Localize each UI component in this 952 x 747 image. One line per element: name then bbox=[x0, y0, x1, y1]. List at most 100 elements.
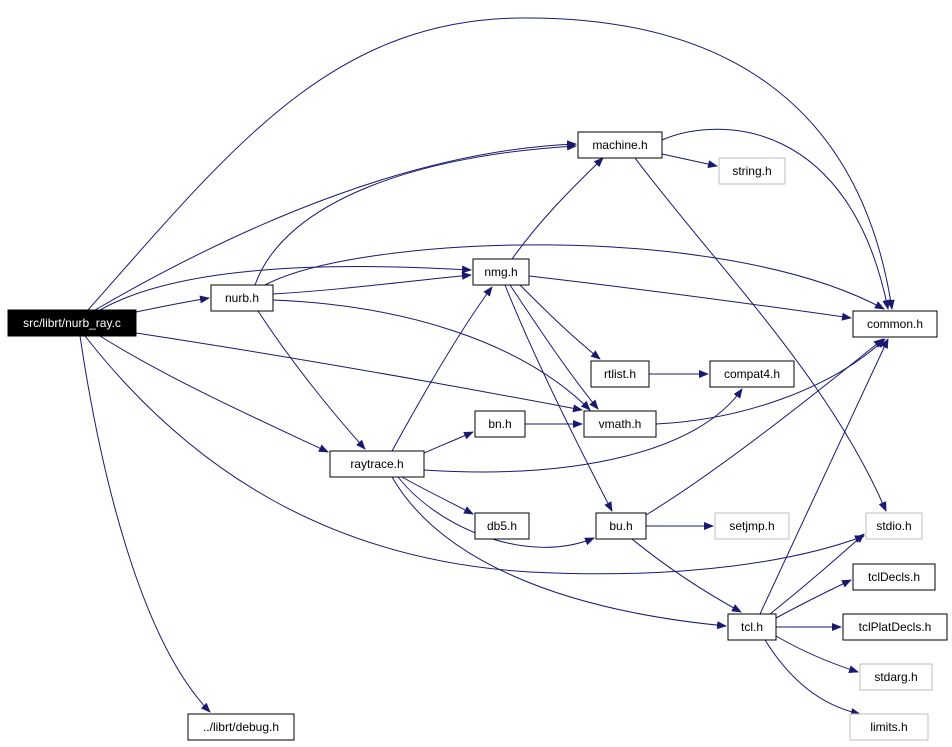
node-bn[interactable]: bn.h bbox=[474, 410, 526, 438]
node-root[interactable]: src/librt/nurb_ray.c bbox=[7, 309, 137, 337]
node-box bbox=[852, 310, 938, 338]
node-box bbox=[7, 309, 137, 337]
node-label: limits.h bbox=[870, 720, 907, 734]
edge-tcl-to-stdarg bbox=[775, 635, 859, 674]
edge-raytrace-to-db5 bbox=[401, 476, 474, 515]
node-label: vmath.h bbox=[599, 417, 642, 431]
edge-nmg-to-rtlist bbox=[519, 284, 601, 360]
nodes-layer: src/librt/nurb_ray.c machine.h string.h nmg… bbox=[7, 131, 948, 741]
node-compat4[interactable]: compat4.h bbox=[709, 360, 795, 388]
edge-nmg-to-vmath bbox=[509, 284, 599, 410]
edge-vmath-to-common bbox=[655, 338, 886, 425]
edge-raytrace-to-nmg bbox=[391, 286, 493, 452]
node-limits[interactable]: limits.h bbox=[849, 713, 929, 741]
node-box bbox=[329, 450, 425, 478]
edge-root-to-stdio bbox=[84, 335, 865, 575]
node-stdarg[interactable]: stdarg.h bbox=[859, 663, 933, 691]
edge-raytrace-to-tcl bbox=[391, 476, 727, 630]
edge-raytrace-to-compat4 bbox=[423, 388, 743, 473]
node-box bbox=[714, 512, 790, 540]
node-label: stdio.h bbox=[876, 519, 911, 533]
edge-nmg-to-common bbox=[528, 275, 852, 321]
edge-nmg-to-machine bbox=[511, 157, 604, 260]
node-label: tcl.h bbox=[741, 620, 763, 634]
node-raytrace[interactable]: raytrace.h bbox=[329, 450, 425, 478]
edge-root-to-nurb bbox=[135, 295, 210, 313]
node-box bbox=[842, 613, 948, 641]
edge-nurb-to-machine bbox=[254, 142, 577, 286]
node-box bbox=[590, 360, 650, 388]
node-box bbox=[583, 410, 657, 438]
edge-tcl-to-limits bbox=[764, 639, 861, 716]
node-vmath[interactable]: vmath.h bbox=[583, 410, 657, 438]
node-tcldecls[interactable]: tclDecls.h bbox=[852, 563, 936, 591]
edge-bu-to-tcl bbox=[631, 538, 742, 613]
node-label: rtlist.h bbox=[604, 367, 636, 381]
node-setjmp[interactable]: setjmp.h bbox=[714, 512, 790, 540]
edge-machine-to-string bbox=[661, 153, 718, 169]
node-common[interactable]: common.h bbox=[852, 310, 938, 338]
edge-root-to-raytrace bbox=[99, 335, 329, 453]
node-label: string.h bbox=[732, 164, 771, 178]
edge-root-to-common bbox=[87, 17, 895, 311]
node-label: compat4.h bbox=[724, 367, 780, 381]
node-label: tclPlatDecls.h bbox=[859, 620, 932, 634]
node-label: bn.h bbox=[488, 417, 511, 431]
edge-root-to-machine bbox=[94, 140, 577, 311]
edge-machine-to-stdio bbox=[634, 157, 887, 512]
node-machine[interactable]: machine.h bbox=[577, 131, 663, 159]
node-label: machine.h bbox=[592, 138, 647, 152]
node-stdio[interactable]: stdio.h bbox=[865, 512, 923, 540]
node-box bbox=[595, 512, 647, 540]
node-db5[interactable]: db5.h bbox=[474, 512, 530, 540]
node-label: tclDecls.h bbox=[868, 570, 920, 584]
edge-root-to-vmath bbox=[135, 332, 583, 413]
edge-tcl-to-stdio bbox=[769, 533, 865, 615]
node-label: db5.h bbox=[487, 519, 517, 533]
node-label: ../librt/debug.h bbox=[203, 720, 279, 734]
edge-nurb-to-nmg bbox=[272, 271, 472, 295]
node-rtlist[interactable]: rtlist.h bbox=[590, 360, 650, 388]
node-debug[interactable]: ../librt/debug.h bbox=[187, 713, 295, 741]
node-label: raytrace.h bbox=[350, 457, 403, 471]
edge-tcl-to-common bbox=[759, 338, 889, 615]
node-box bbox=[474, 512, 530, 540]
node-tcl[interactable]: tcl.h bbox=[727, 613, 777, 641]
node-label: nurb.h bbox=[225, 291, 259, 305]
edge-nurb-to-common bbox=[264, 244, 885, 310]
node-label: bu.h bbox=[609, 519, 632, 533]
edge-root-to-nmg bbox=[99, 265, 472, 311]
edges-layer bbox=[79, 17, 895, 716]
node-tclplat[interactable]: tclPlatDecls.h bbox=[842, 613, 948, 641]
node-box bbox=[474, 410, 526, 438]
node-box bbox=[727, 613, 777, 641]
edge-bu-to-common bbox=[645, 338, 884, 516]
node-bu[interactable]: bu.h bbox=[595, 512, 647, 540]
node-box bbox=[709, 360, 795, 388]
edge-nurb-to-vmath bbox=[272, 299, 591, 411]
node-label: common.h bbox=[867, 317, 923, 331]
edge-nurb-to-raytrace bbox=[257, 310, 366, 450]
node-box bbox=[210, 284, 274, 312]
edge-tcl-to-tcldecls bbox=[775, 579, 852, 619]
edge-raytrace-to-bn bbox=[423, 431, 474, 454]
edge-root-to-debug bbox=[79, 335, 211, 713]
edge-machine-to-common bbox=[661, 128, 891, 310]
node-box bbox=[852, 563, 936, 591]
node-box bbox=[187, 713, 295, 741]
node-box bbox=[718, 157, 786, 185]
edge-nmg-to-bu bbox=[504, 284, 613, 512]
node-box bbox=[577, 131, 663, 159]
node-label: setjmp.h bbox=[729, 519, 774, 533]
node-box bbox=[859, 663, 933, 691]
node-box bbox=[849, 713, 929, 741]
node-box bbox=[865, 512, 923, 540]
node-label: src/librt/nurb_ray.c bbox=[23, 316, 121, 330]
node-label: stdarg.h bbox=[874, 670, 917, 684]
node-label: nmg.h bbox=[484, 265, 517, 279]
node-box bbox=[472, 258, 530, 286]
node-string[interactable]: string.h bbox=[718, 157, 786, 185]
node-nurb[interactable]: nurb.h bbox=[210, 284, 274, 312]
node-nmg[interactable]: nmg.h bbox=[472, 258, 530, 286]
